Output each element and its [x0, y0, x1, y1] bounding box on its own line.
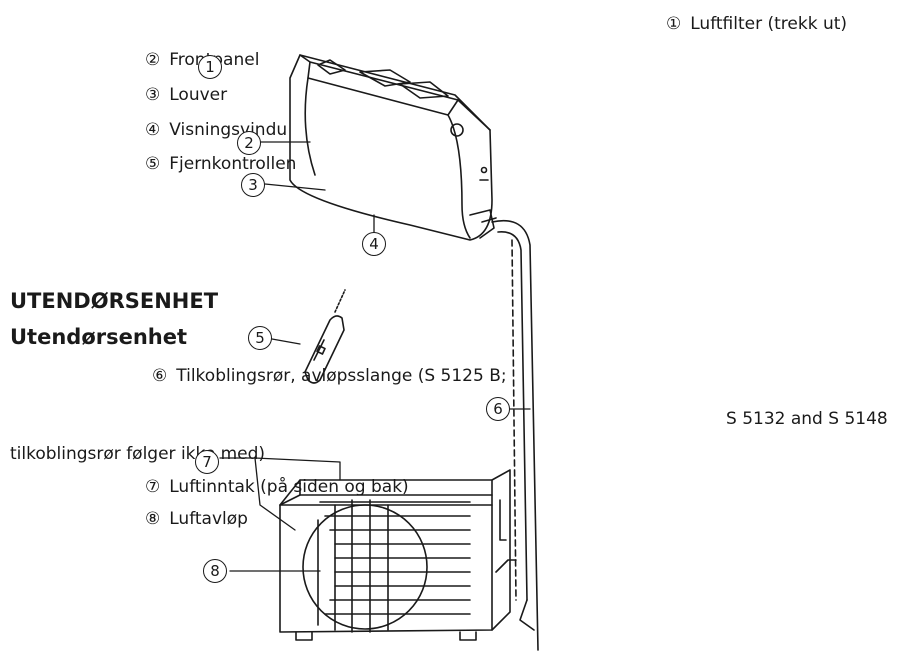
legend-item-8-number: ⑧: [145, 509, 161, 529]
legend-item-6-number: ⑥: [152, 366, 168, 386]
legend-item-3-number: ③: [145, 85, 161, 105]
legend-item-8-label: Luftavløp: [169, 509, 248, 529]
legend-item-8: ⑧ Luftavløp: [145, 511, 248, 528]
legend-item-5: ⑤ Fjernkontrollen: [145, 156, 296, 173]
legend-item-4-number: ④: [145, 120, 161, 140]
legend-item-5-number: ⑤: [145, 154, 161, 174]
legend-item-6: ⑥ Tilkoblingsrør, avløpsslange (S 5125 B;: [152, 368, 507, 385]
legend-item-3-label: Louver: [169, 85, 228, 105]
callout-2: 2: [237, 131, 261, 155]
callout-4: 4: [362, 232, 386, 256]
legend-item-7-label: Luftinntak (på siden og bak): [169, 477, 409, 497]
legend-item-6-continued-2: tilkoblingsrør følger ikke med): [10, 444, 266, 464]
legend-item-7: ⑦ Luftinntak (på siden og bak): [145, 479, 409, 496]
remote-control: [304, 289, 346, 384]
callout-3: 3: [241, 173, 265, 197]
indoor-unit: [289, 54, 497, 241]
heading-lower: Utendørsenhet: [10, 325, 188, 349]
heading-upper: UTENDØRSENHET: [10, 289, 219, 313]
legend-item-5-label: Fjernkontrollen: [169, 154, 297, 174]
legend-item-4: ④ Visningsvindu: [145, 122, 287, 139]
legend-item-6-continued: S 5132 and S 5148: [726, 409, 888, 429]
legend-item-4-label: Visningsvindu: [169, 120, 288, 140]
legend-item-1-label: Luftfilter (trekk ut): [690, 14, 848, 34]
callout-5: 5: [248, 326, 272, 350]
callout-8: 8: [203, 559, 227, 583]
legend-item-2-number: ②: [145, 50, 161, 70]
legend-item-1-number: ①: [666, 14, 682, 34]
callout-6: 6: [486, 397, 510, 421]
legend-item-1: ① Luftfilter (trekk ut): [666, 16, 847, 33]
leader-lines: [219, 141, 531, 572]
callout-7: 7: [195, 450, 219, 474]
legend-item-6-label: Tilkoblingsrør, avløpsslange (S 5125 B;: [176, 366, 507, 386]
outdoor-unit: [279, 469, 511, 641]
legend-item-3: ③ Louver: [145, 87, 227, 104]
callout-1: 1: [198, 55, 222, 79]
legend-item-7-number: ⑦: [145, 477, 161, 497]
connecting-pipes: [491, 220, 539, 651]
